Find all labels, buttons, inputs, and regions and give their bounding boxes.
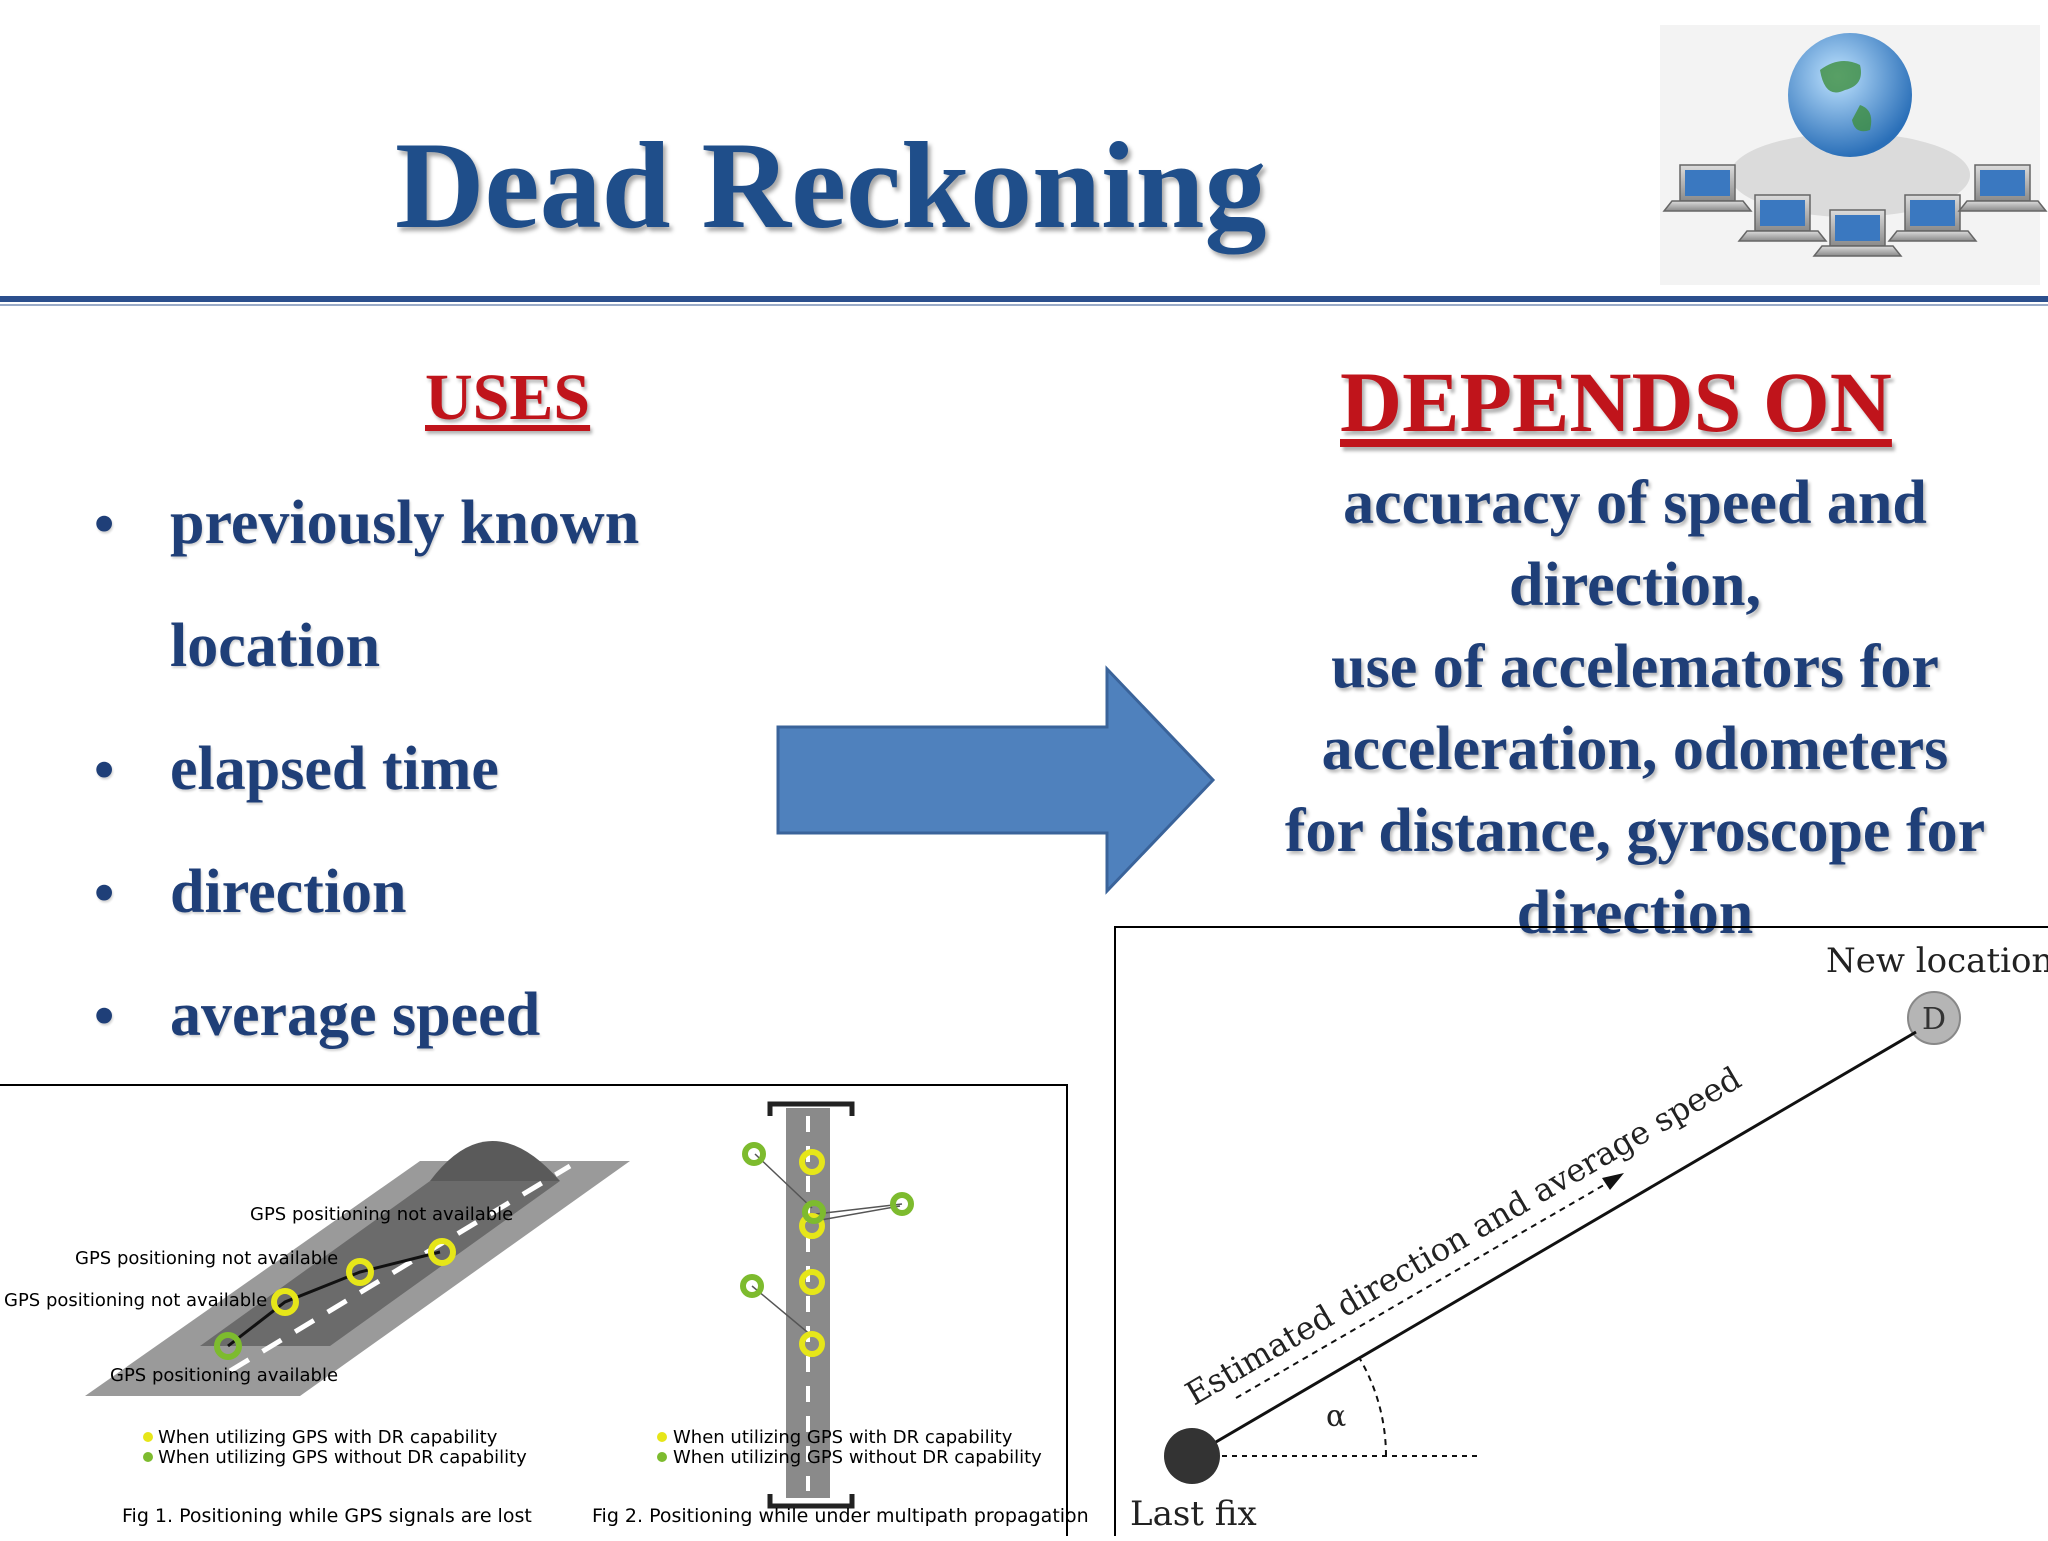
estimated-direction-arrowhead (1602, 1173, 1624, 1190)
label-not-available-3: GPS positioning not available (4, 1290, 267, 1311)
network-globe-icon (1660, 25, 2048, 285)
last-fix-marker (1164, 1428, 1220, 1484)
uses-item-direction: direction (90, 831, 639, 954)
right-arrow-icon (776, 665, 1216, 895)
new-location-marker-label: D (1922, 1002, 1946, 1037)
dead-reckoning-diagram: New location D Estimated direction and a… (1114, 926, 2048, 1536)
new-location-label: New location (1826, 941, 2048, 981)
dr-point-3 (428, 1238, 456, 1266)
dr-point-1 (271, 1288, 299, 1316)
depends-line-5: for distance, gyroscope for (1284, 797, 1986, 865)
caption-fig-2: Fig 2. Positioning while under multipath… (592, 1505, 1089, 1527)
depends-line-1: accuracy of speed and (1343, 469, 1927, 537)
depends-line-4: acceleration, odometers (1321, 715, 1949, 783)
depends-line-6: direction (1516, 879, 1754, 947)
uses-list: previously known location elapsed time d… (90, 462, 639, 1077)
dead-reckoning-drawing: New location D Estimated direction and a… (1130, 941, 2048, 1534)
caption-fig-1: Fig 1. Positioning while GPS signals are… (122, 1505, 532, 1527)
alpha-label: α (1326, 1399, 1346, 1434)
slide-title: Dead Reckoning (395, 117, 1267, 254)
dr-path (227, 1250, 441, 1348)
legend-with-dr-1: When utilizing GPS with DR capability (158, 1427, 498, 1448)
estimated-direction-line (1235, 1177, 1617, 1399)
angle-arc (1359, 1358, 1387, 1457)
last-fix-label: Last fix (1130, 1494, 1257, 1534)
depends-on-text: accuracy of speed and direction, use of … (1230, 462, 2040, 954)
new-location-marker (1907, 991, 1961, 1045)
tunnel-entrance (430, 1141, 560, 1181)
title-divider-shadow (0, 304, 2048, 306)
label-available: GPS positioning available (110, 1365, 338, 1386)
legend-without-dr-2: When utilizing GPS without DR capability (673, 1447, 1042, 1468)
title-divider (0, 296, 2048, 302)
gps-figure-drawing: GPS positioning not available GPS positi… (4, 1101, 1089, 1527)
dr-point-2 (346, 1258, 374, 1286)
label-not-available-2: GPS positioning not available (75, 1248, 338, 1269)
uses-item-elapsed-time: elapsed time (90, 708, 639, 831)
uses-heading: USES (425, 361, 591, 434)
path-line (1191, 1030, 1917, 1458)
depends-line-3: use of accelemators for (1331, 633, 1939, 701)
depends-on-heading: DEPENDS ON (1340, 354, 1892, 450)
uses-item-location: location (170, 612, 381, 680)
label-not-available-1: GPS positioning not available (250, 1204, 513, 1225)
depends-line-2: direction, (1509, 551, 1761, 619)
legend-without-dr-1: When utilizing GPS without DR capability (158, 1447, 527, 1468)
tunnel-body (200, 1181, 560, 1346)
uses-item-previously-known: previously known (90, 462, 639, 585)
legend-with-dr-2: When utilizing GPS with DR capability (673, 1427, 1013, 1448)
uses-item-average-speed: average speed (90, 954, 639, 1077)
gps-point-available (214, 1332, 242, 1360)
gps-positioning-figure: GPS positioning not available GPS positi… (0, 1084, 1089, 1536)
path-label: Estimated direction and average speed (1179, 1059, 1748, 1413)
